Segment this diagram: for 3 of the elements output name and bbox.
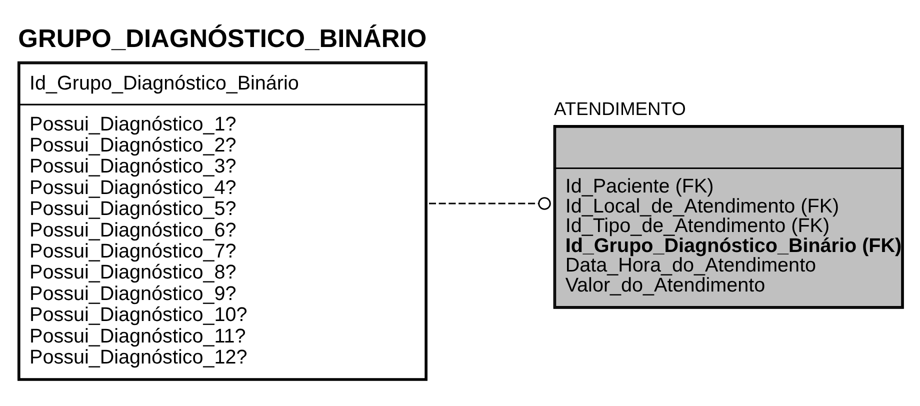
- node-label: ATENDIMENTO: [554, 97, 686, 118]
- connector: [429, 196, 551, 210]
- node-label: GRUPO_DIAGNÓSTICO_BINÁRIO: [18, 24, 427, 53]
